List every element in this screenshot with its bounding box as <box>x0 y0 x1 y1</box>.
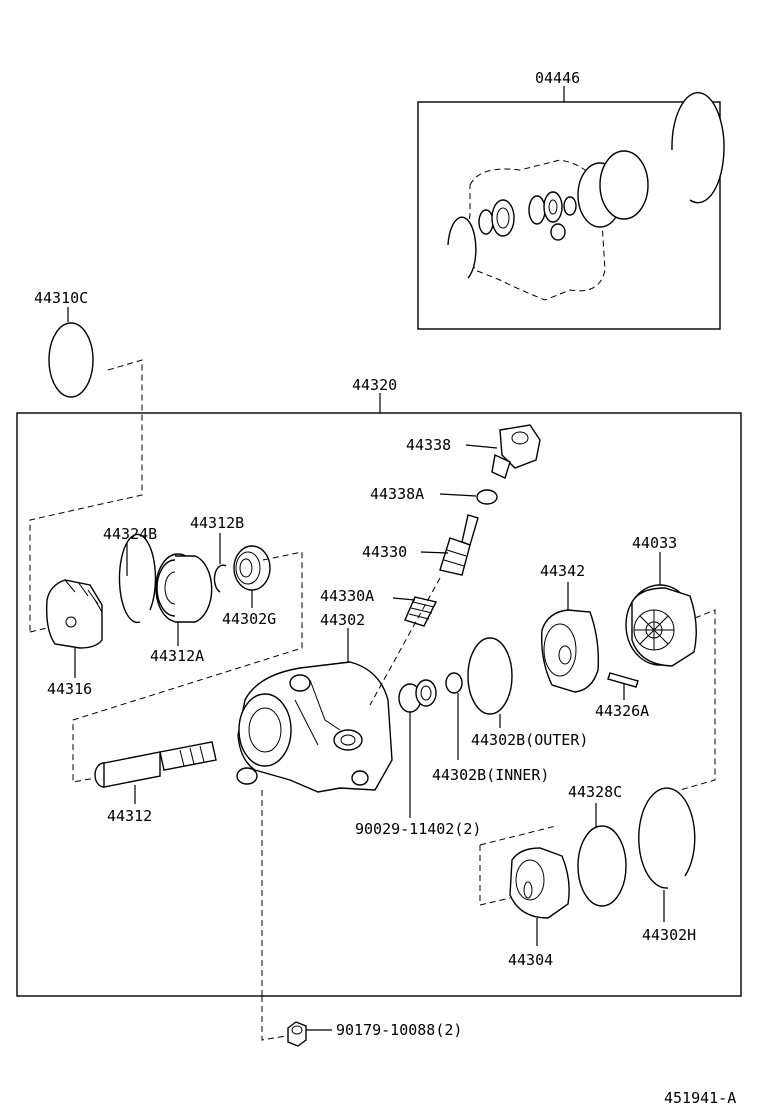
label-44342: 44342 <box>540 562 585 580</box>
diagram-id: 451941-A <box>664 1089 736 1107</box>
oring-44310c <box>48 322 94 398</box>
snap-ring-44312b <box>213 564 227 593</box>
label-44033: 44033 <box>632 534 677 552</box>
nut-90179-10088 <box>287 1021 307 1047</box>
label-44302: 44302 <box>320 611 365 629</box>
oring-44338a <box>476 489 498 505</box>
oring-90029-11402 <box>398 679 437 713</box>
pin-44326a <box>607 672 639 688</box>
label-44324b: 44324B <box>103 525 157 543</box>
label-44312a: 44312A <box>150 647 204 665</box>
label-44328c: 44328C <box>568 783 622 801</box>
label-44302b-outer: 44302B(OUTER) <box>471 731 588 749</box>
housing-44302 <box>236 661 393 793</box>
kit-04446-frame <box>417 101 721 330</box>
assembly-44320-frame <box>16 412 742 997</box>
kit-04446-parts <box>447 91 725 301</box>
label-44302g: 44302G <box>222 610 276 628</box>
label-44330a: 44330A <box>320 587 374 605</box>
valve-44330 <box>439 514 479 576</box>
label-44320: 44320 <box>352 376 397 394</box>
bearing-44312a <box>155 553 213 623</box>
oring-44328c <box>577 825 627 907</box>
oring-44302b-inner <box>445 672 463 694</box>
seal-44302g <box>233 545 271 591</box>
oring-44302b-outer <box>467 637 513 715</box>
pulley-44316 <box>45 579 103 649</box>
label-04446: 04446 <box>535 69 580 87</box>
label-90179-10088: 90179-10088(2) <box>336 1021 462 1039</box>
label-44330: 44330 <box>362 543 407 561</box>
rear-plate-44304 <box>509 847 570 919</box>
snap-ring-44324b <box>118 533 157 624</box>
label-44302b-inner: 44302B(INNER) <box>432 766 549 784</box>
cam-ring-44033 <box>625 584 697 667</box>
snap-ring-44302h <box>638 787 696 889</box>
label-90029-11402: 90029-11402(2) <box>355 820 481 838</box>
label-44312: 44312 <box>107 807 152 825</box>
spring-44330a <box>404 596 438 627</box>
label-44302h: 44302H <box>642 926 696 944</box>
label-44312b: 44312B <box>190 514 244 532</box>
label-44316: 44316 <box>47 680 92 698</box>
side-plate-44342 <box>541 609 600 693</box>
shaft-44312 <box>94 741 217 788</box>
label-44304: 44304 <box>508 951 553 969</box>
label-44338: 44338 <box>406 436 451 454</box>
label-44326a: 44326A <box>595 702 649 720</box>
label-44310c: 44310C <box>34 289 88 307</box>
union-44338 <box>491 424 541 479</box>
label-44338a: 44338A <box>370 485 424 503</box>
